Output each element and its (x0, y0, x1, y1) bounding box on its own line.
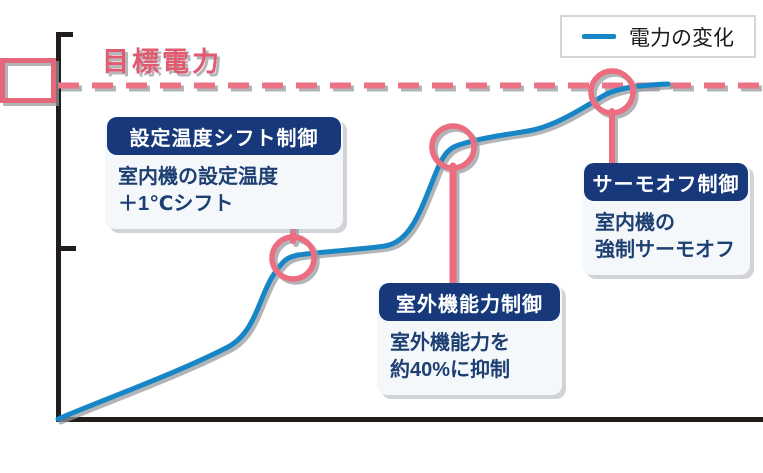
annotation-card-body: 室内機の設定温度 ＋1℃シフト (105, 155, 343, 229)
y-axis-tick (56, 246, 76, 251)
annotation-body-line: 約40%に抑制 (390, 359, 511, 381)
annotation-card-body: 室内機の 強制サーモオフ (582, 201, 750, 275)
legend: 電力の変化 (560, 15, 756, 58)
annotation-body-line: 室外機能力を (390, 332, 510, 354)
y-axis (56, 32, 61, 422)
annotation-card-title: 設定温度シフト制御 (107, 117, 341, 155)
annotation-card-title: 室外機能力制御 (379, 283, 560, 321)
annotation-card-body: 室外機能力を 約40%に抑制 (377, 321, 562, 395)
annotation-body-line: 室内機の (595, 212, 675, 234)
legend-label: 電力の変化 (629, 26, 734, 50)
power-curve-group (55, 81, 671, 422)
power-curve (55, 81, 671, 422)
marker-circle-3 (588, 68, 636, 116)
annotation-markers (269, 68, 636, 290)
legend-line-swatch (582, 34, 616, 39)
annotation-body-line: ＋1℃シフト (118, 193, 234, 215)
annotation-card-thermo-off: サーモオフ制御 室内機の 強制サーモオフ (582, 163, 750, 275)
annotation-body-line: 強制サーモオフ (595, 239, 735, 261)
axes (56, 32, 763, 422)
annotation-card-title: サーモオフ制御 (584, 163, 748, 201)
annotation-card-temp-shift: 設定温度シフト制御 室内機の設定温度 ＋1℃シフト (105, 117, 343, 229)
annotation-card-outdoor-capacity: 室外機能力制御 室外機能力を 約40%に抑制 (377, 283, 562, 395)
marker-circle-1 (269, 234, 317, 282)
annotation-body-line: 室内機の設定温度 (118, 166, 278, 188)
x-axis (56, 417, 763, 422)
target-marker-box (0, 58, 56, 103)
y-axis-top-cap (56, 32, 73, 37)
marker-circle-2 (429, 123, 477, 171)
target-power-label: 目標電力 (102, 47, 222, 77)
